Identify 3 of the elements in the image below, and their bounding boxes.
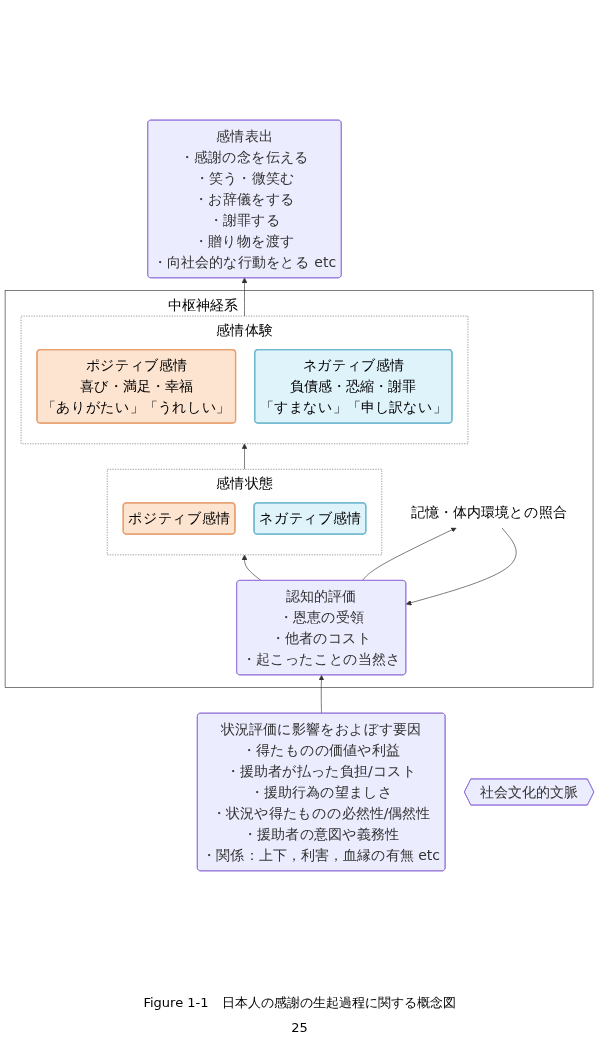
page-number: 25	[291, 1020, 308, 1035]
figure-caption: Figure 1-1 日本人の感謝の生起過程に関する概念図	[143, 994, 456, 1012]
node-text: 記憶・体内環境との照合	[411, 503, 567, 520]
